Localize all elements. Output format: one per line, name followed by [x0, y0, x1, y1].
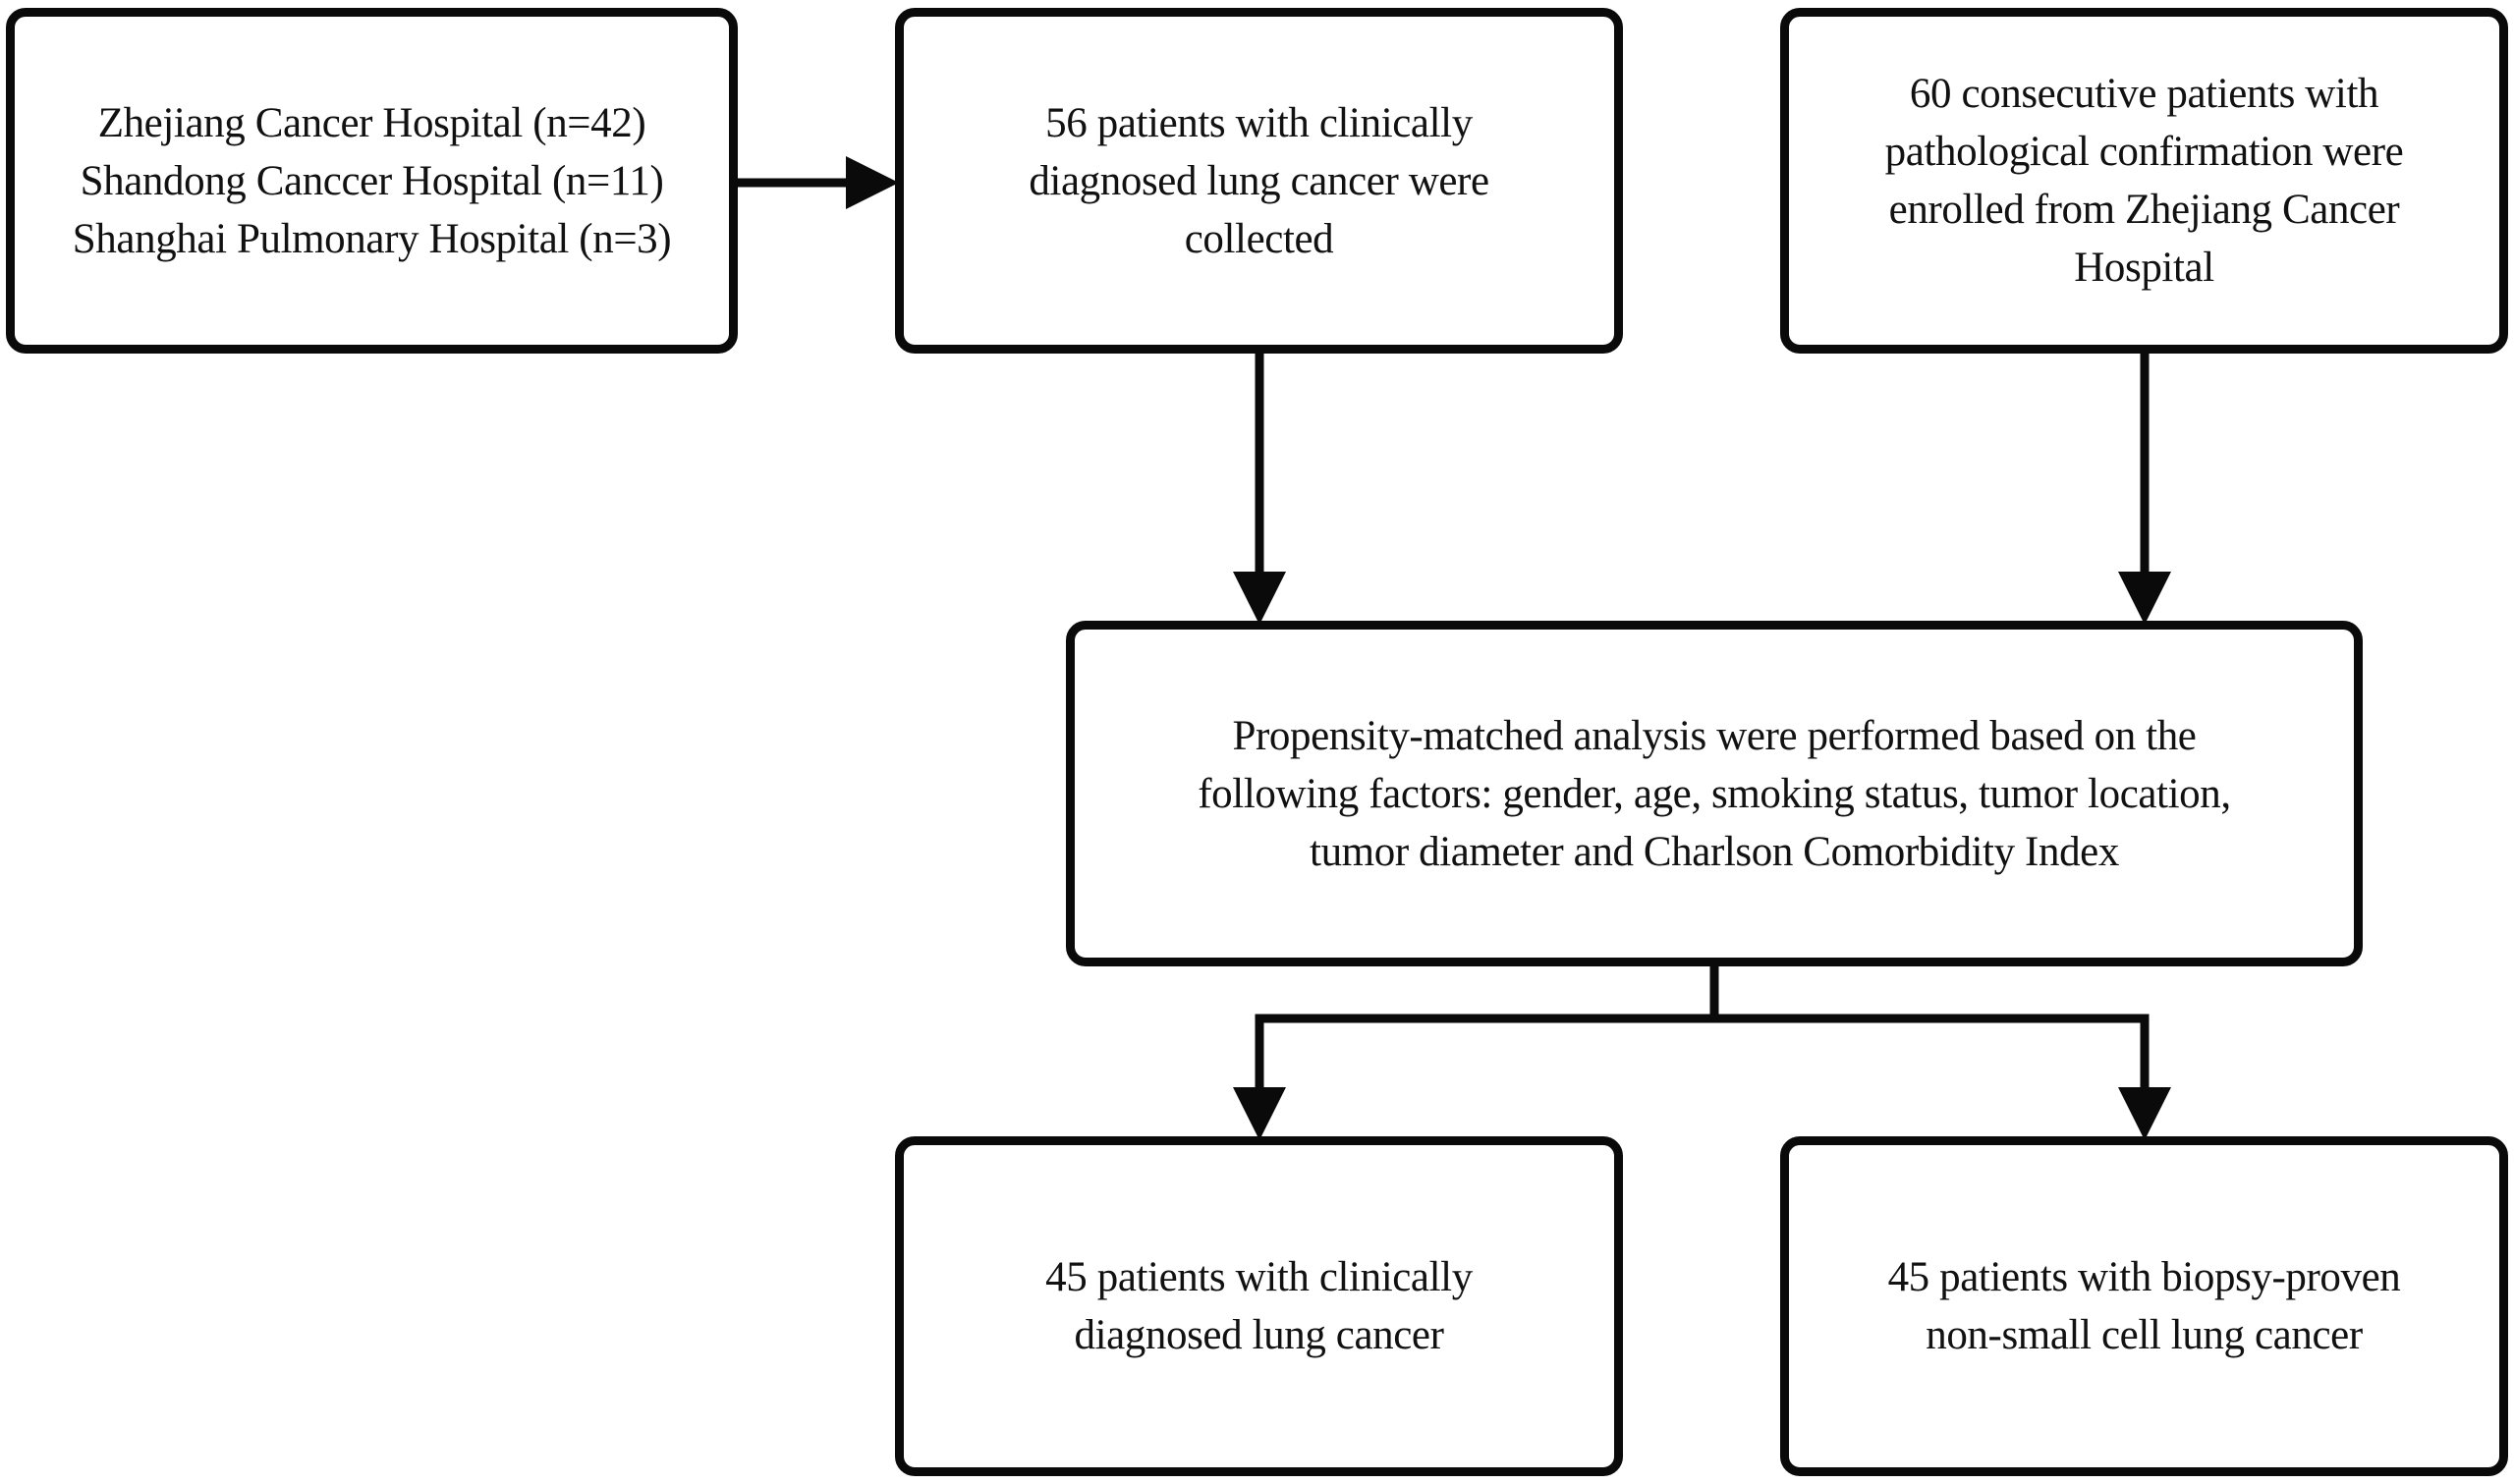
box-line: following factors: gender, age, smoking … [1198, 770, 2231, 817]
box-line: Shandong Canccer Hospital (n=11) [80, 157, 664, 204]
box-line: collected [1184, 215, 1334, 262]
box-line: non-small cell lung cancer [1926, 1312, 2363, 1358]
box-line: Shanghai Pulmonary Hospital (n=3) [72, 215, 672, 262]
box-line: diagnosed lung cancer were [1029, 157, 1489, 204]
box-line: 56 patients with clinically [1045, 99, 1473, 146]
clinical-collected-box: 56 patients with clinically diagnosed lu… [895, 8, 1623, 354]
biopsy-matched-box: 45 patients with biopsy-proven non-small… [1780, 1136, 2508, 1476]
box-line: 45 patients with clinically [1045, 1254, 1473, 1300]
box-line: 60 consecutive patients with [1909, 71, 2379, 117]
box-line: Zhejiang Cancer Hospital (n=42) [97, 99, 646, 146]
clinical-matched-box: 45 patients with clinically diagnosed lu… [895, 1136, 1623, 1476]
pathological-enrolled-box: 60 consecutive patients with pathologica… [1780, 8, 2508, 354]
box-line: diagnosed lung cancer [1074, 1312, 1444, 1358]
box-line: 45 patients with biopsy-proven [1887, 1254, 2401, 1300]
box-line: Hospital [2074, 245, 2214, 291]
hospitals-source-box: Zhejiang Cancer Hospital (n=42) Shandong… [6, 8, 738, 354]
box-line: tumor diameter and Charlson Comorbidity … [1310, 828, 2119, 875]
box-line: enrolled from Zhejiang Cancer [1888, 187, 2400, 233]
box-line: Propensity-matched analysis were perform… [1232, 712, 2197, 759]
box-line: pathological confirmation were [1884, 129, 2404, 175]
propensity-matching-box: Propensity-matched analysis were perform… [1066, 621, 2363, 966]
